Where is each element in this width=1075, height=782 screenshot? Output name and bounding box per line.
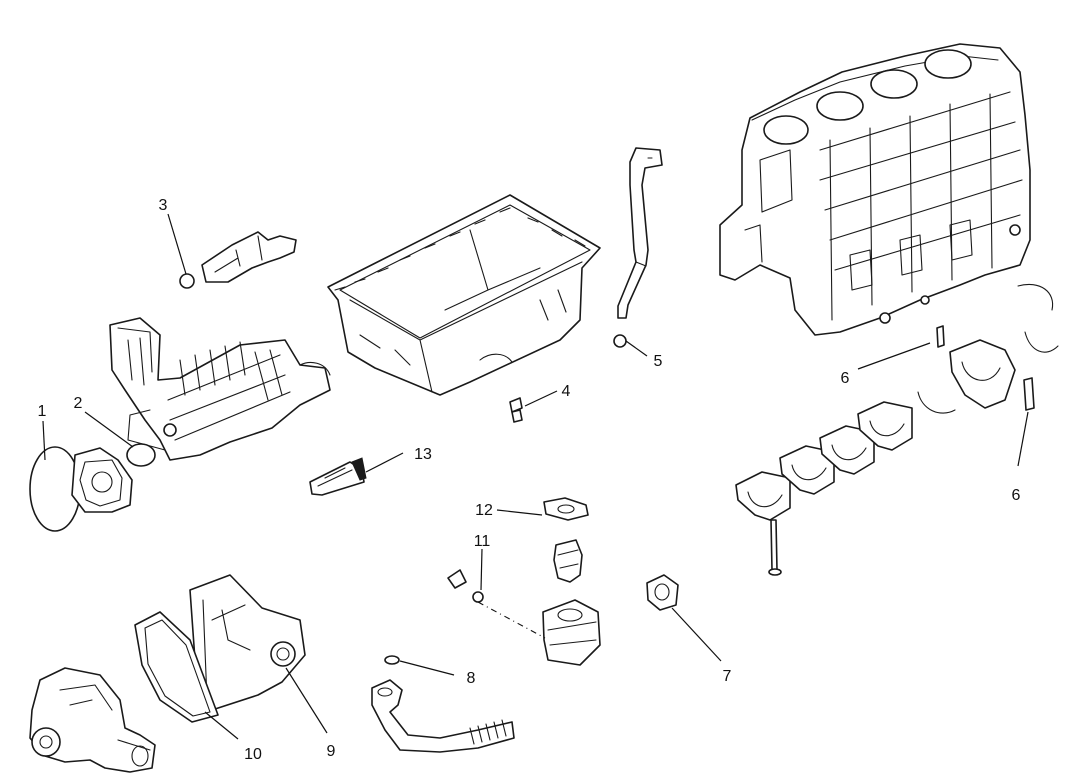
callout-5: 5	[654, 353, 663, 370]
drain-plug	[509, 397, 523, 423]
callout-11: 11	[474, 533, 491, 550]
callout-9: 9	[327, 743, 336, 760]
sealant-tube	[309, 457, 367, 496]
main-bearing-caps	[735, 284, 1059, 576]
washer-3	[179, 273, 195, 289]
callout-7: 7	[723, 668, 732, 685]
callout-8: 8	[467, 670, 476, 687]
callout-6-lower: 6	[1012, 487, 1021, 504]
callout-10: 10	[244, 746, 262, 763]
oil-filter-housing	[447, 497, 679, 666]
cover-gasket	[134, 611, 219, 723]
leader-lines	[42, 213, 1029, 740]
injection-pump	[109, 317, 331, 461]
oil-pickup-tube	[371, 655, 515, 753]
callout-12: 12	[475, 502, 493, 519]
oil-pan	[327, 194, 601, 396]
timing-cover	[189, 574, 306, 711]
dipstick-o-ring	[613, 334, 627, 348]
engine-block	[719, 43, 1031, 336]
water-pump	[29, 667, 156, 773]
callout-labels: 1 2 3 4 5 6 6 7 8 9 10 11 12 13	[38, 197, 1021, 763]
dipstick-tube	[613, 147, 663, 348]
pump-flange	[71, 447, 133, 513]
callout-6-upper: 6	[841, 370, 850, 387]
o-ring-8	[384, 655, 400, 665]
o-ring-2	[126, 443, 156, 467]
callout-2: 2	[74, 395, 83, 412]
callout-3: 3	[159, 197, 168, 214]
callout-13: 13	[414, 446, 432, 463]
callout-4: 4	[562, 383, 571, 400]
callout-1: 1	[38, 403, 47, 420]
injector-fitting	[179, 231, 297, 289]
